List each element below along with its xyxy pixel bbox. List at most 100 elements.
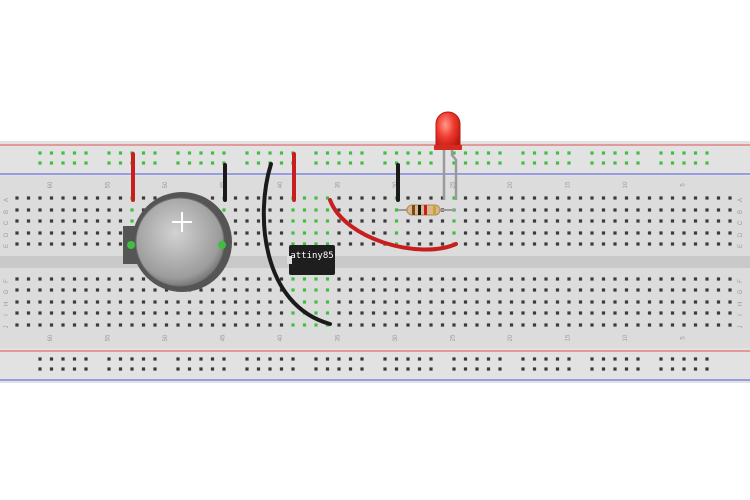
rail-hole-active[interactable] xyxy=(84,161,88,165)
hole[interactable] xyxy=(716,300,721,304)
hole[interactable] xyxy=(682,219,686,223)
hole-active[interactable] xyxy=(302,196,307,200)
hole[interactable] xyxy=(279,311,284,315)
hole[interactable] xyxy=(532,231,537,235)
rail-hole[interactable] xyxy=(383,357,387,361)
hole[interactable] xyxy=(532,300,537,304)
hole-active[interactable] xyxy=(325,288,330,292)
rail-hole[interactable] xyxy=(118,367,123,371)
hole[interactable] xyxy=(61,231,65,235)
rail-hole[interactable] xyxy=(348,357,353,361)
hole[interactable] xyxy=(716,288,721,292)
rail-hole-active[interactable] xyxy=(705,151,709,155)
hole[interactable] xyxy=(601,300,606,304)
hole[interactable] xyxy=(348,231,353,235)
hole[interactable] xyxy=(624,300,629,304)
hole[interactable] xyxy=(498,311,502,315)
hole[interactable] xyxy=(417,323,422,327)
hole[interactable] xyxy=(245,323,249,327)
rail-hole-active[interactable] xyxy=(187,151,192,155)
hole[interactable] xyxy=(613,311,617,315)
hole[interactable] xyxy=(26,288,31,292)
hole-active[interactable] xyxy=(314,196,318,200)
rail-hole-active[interactable] xyxy=(245,161,249,165)
hole[interactable] xyxy=(544,311,548,315)
hole[interactable] xyxy=(233,219,238,223)
hole[interactable] xyxy=(417,311,422,315)
rail-hole[interactable] xyxy=(337,357,341,361)
hole[interactable] xyxy=(647,300,652,304)
rail-hole-active[interactable] xyxy=(659,161,663,165)
rail-hole[interactable] xyxy=(107,357,111,361)
hole[interactable] xyxy=(429,231,433,235)
hole[interactable] xyxy=(84,219,88,223)
rail-hole-active[interactable] xyxy=(268,151,272,155)
hole-active[interactable] xyxy=(130,208,134,212)
hole[interactable] xyxy=(567,323,571,327)
rail-hole-active[interactable] xyxy=(222,161,226,165)
hole[interactable] xyxy=(210,196,215,200)
hole[interactable] xyxy=(15,196,19,200)
hole[interactable] xyxy=(164,323,169,327)
hole[interactable] xyxy=(268,242,272,246)
hole-active[interactable] xyxy=(314,300,318,304)
hole[interactable] xyxy=(544,231,548,235)
hole[interactable] xyxy=(348,323,353,327)
hole[interactable] xyxy=(567,288,571,292)
hole[interactable] xyxy=(95,231,100,235)
rail-hole-active[interactable] xyxy=(337,151,341,155)
hole[interactable] xyxy=(498,231,502,235)
hole[interactable] xyxy=(371,196,376,200)
hole[interactable] xyxy=(222,311,226,315)
rail-hole[interactable] xyxy=(670,357,675,361)
hole[interactable] xyxy=(406,242,410,246)
rail-hole[interactable] xyxy=(325,367,330,371)
hole[interactable] xyxy=(360,242,364,246)
hole[interactable] xyxy=(624,277,629,281)
hole[interactable] xyxy=(26,300,31,304)
rail-hole[interactable] xyxy=(49,367,54,371)
black-wire-chip-ground[interactable] xyxy=(261,162,332,326)
rail-hole-active[interactable] xyxy=(567,151,571,155)
hole[interactable] xyxy=(728,196,732,200)
hole[interactable] xyxy=(693,242,698,246)
rail-hole-active[interactable] xyxy=(486,161,491,165)
hole-active[interactable] xyxy=(314,231,318,235)
hole[interactable] xyxy=(463,208,468,212)
rail-hole-active[interactable] xyxy=(463,151,468,155)
hole[interactable] xyxy=(567,231,571,235)
hole[interactable] xyxy=(555,300,560,304)
rail-hole[interactable] xyxy=(314,367,318,371)
rail-hole-active[interactable] xyxy=(256,151,261,155)
hole-active[interactable] xyxy=(394,242,399,246)
hole[interactable] xyxy=(429,323,433,327)
rail-hole[interactable] xyxy=(429,357,433,361)
hole[interactable] xyxy=(601,219,606,223)
hole[interactable] xyxy=(716,208,721,212)
hole[interactable] xyxy=(486,311,491,315)
hole[interactable] xyxy=(360,219,364,223)
hole-active[interactable] xyxy=(302,219,307,223)
hole[interactable] xyxy=(268,231,272,235)
hole[interactable] xyxy=(279,231,284,235)
hole[interactable] xyxy=(590,288,594,292)
hole[interactable] xyxy=(107,242,111,246)
hole[interactable] xyxy=(210,288,215,292)
hole[interactable] xyxy=(187,323,192,327)
rail-hole-active[interactable] xyxy=(38,151,42,155)
hole[interactable] xyxy=(49,311,54,315)
hole[interactable] xyxy=(498,196,502,200)
hole[interactable] xyxy=(521,300,525,304)
hole[interactable] xyxy=(601,277,606,281)
hole[interactable] xyxy=(498,208,502,212)
hole[interactable] xyxy=(716,277,721,281)
hole[interactable] xyxy=(337,219,341,223)
hole[interactable] xyxy=(544,288,548,292)
hole[interactable] xyxy=(601,323,606,327)
hole[interactable] xyxy=(49,231,54,235)
rail-hole[interactable] xyxy=(291,357,295,361)
hole[interactable] xyxy=(728,323,732,327)
hole-active[interactable] xyxy=(325,277,330,281)
rail-hole[interactable] xyxy=(486,367,491,371)
rail-hole-active[interactable] xyxy=(72,161,77,165)
